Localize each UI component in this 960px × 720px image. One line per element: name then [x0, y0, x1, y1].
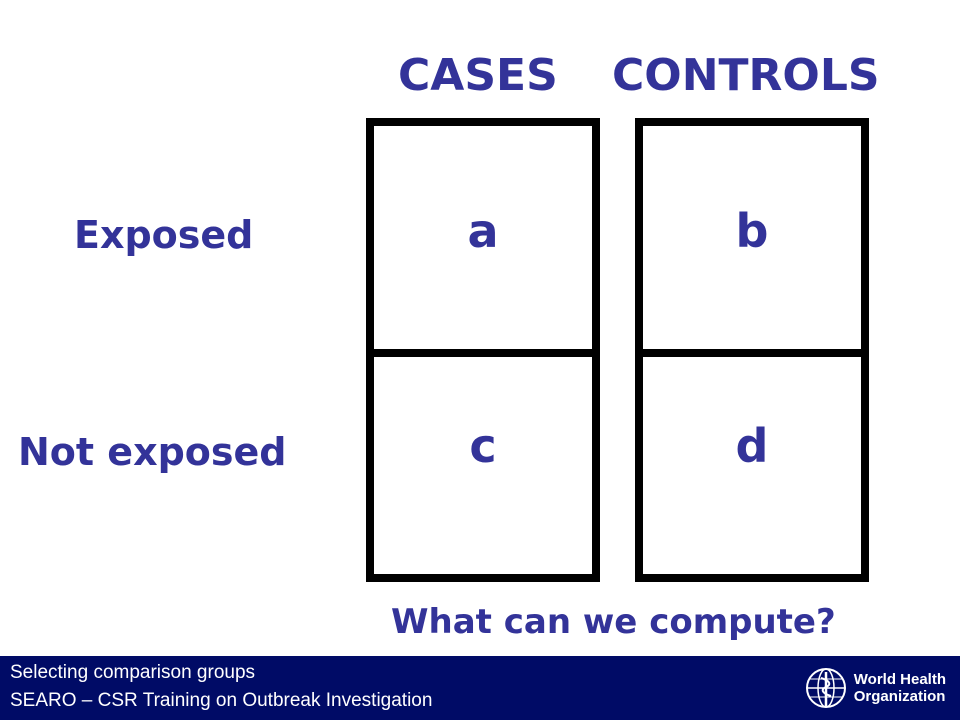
who-logo: World Health Organization — [804, 666, 946, 710]
who-line-2: Organization — [853, 688, 946, 705]
footer-title: Selecting comparison groups — [10, 662, 256, 683]
row-label-exposed: Exposed — [74, 213, 254, 257]
controls-divider — [643, 349, 861, 357]
who-emblem-icon — [805, 668, 846, 708]
cell-c: c — [374, 357, 592, 580]
column-header-cases: CASES — [398, 50, 558, 101]
cell-a: a — [374, 126, 592, 349]
cases-column-box: a c — [366, 118, 600, 582]
cell-d: d — [643, 357, 861, 580]
footer-subtitle: SEARO – CSR Training on Outbreak Investi… — [10, 690, 433, 711]
cases-divider — [374, 349, 592, 357]
cell-b-label: b — [735, 204, 769, 258]
cell-b: b — [643, 126, 861, 349]
who-line-1: World Health — [853, 671, 946, 688]
question-text: What can we compute? — [391, 602, 836, 642]
controls-column-box: b d — [635, 118, 869, 582]
who-wordmark: World Health Organization — [854, 671, 946, 705]
cell-a-label: a — [467, 204, 499, 258]
column-header-controls: CONTROLS — [612, 50, 880, 101]
row-label-not-exposed: Not exposed — [18, 430, 287, 474]
footer-bar: Selecting comparison groups SEARO – CSR … — [0, 656, 960, 720]
cell-c-label: c — [469, 419, 497, 473]
cell-d-label: d — [735, 419, 769, 473]
